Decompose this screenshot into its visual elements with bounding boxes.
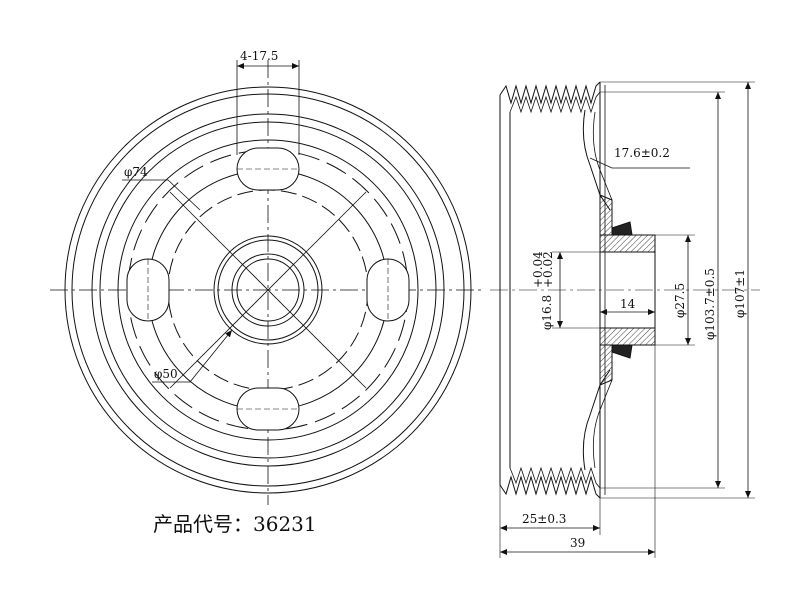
diameter-50-label: φ50 [154,367,178,381]
dim-103-7-label: φ103.7±0.5 [703,268,717,340]
outer-rim-circle [64,86,472,494]
groove-profile-top [499,81,601,105]
slot-dimension-label: 4-17.5 [240,49,278,63]
front-view [50,60,485,505]
hub-section-top [599,234,656,253]
dim-16-8-lower-tol: +0.02 [541,251,555,288]
product-code-caption: 产品代号：36231 [153,512,317,536]
hub-outer-circle [213,235,323,345]
side-view [490,81,760,558]
dim-16-8-upper-tol: +0.04 [531,251,545,288]
dim-107-label: φ107±1 [733,269,747,318]
product-code-value: 36231 [253,512,317,536]
dim-39-label: 39 [570,536,585,550]
dim-16-8-label: φ16.8 [540,295,554,330]
diameter-74-label: φ74 [124,165,148,179]
dim-27-5-label: φ27.5 [673,283,687,318]
web-section-top [599,194,613,236]
dim-17-6-label: 17.6±0.2 [614,146,670,160]
dim-25-label: 25±0.3 [522,512,566,526]
web-section-bottom [599,344,613,386]
dim-14-label: 14 [620,297,636,311]
dim-16-8-group: φ16.8 +0.04 +0.02 [531,251,555,330]
groove-profile-bottom [499,475,601,499]
product-code-label: 产品代号： [153,512,253,536]
hub-section-bottom [599,327,656,346]
